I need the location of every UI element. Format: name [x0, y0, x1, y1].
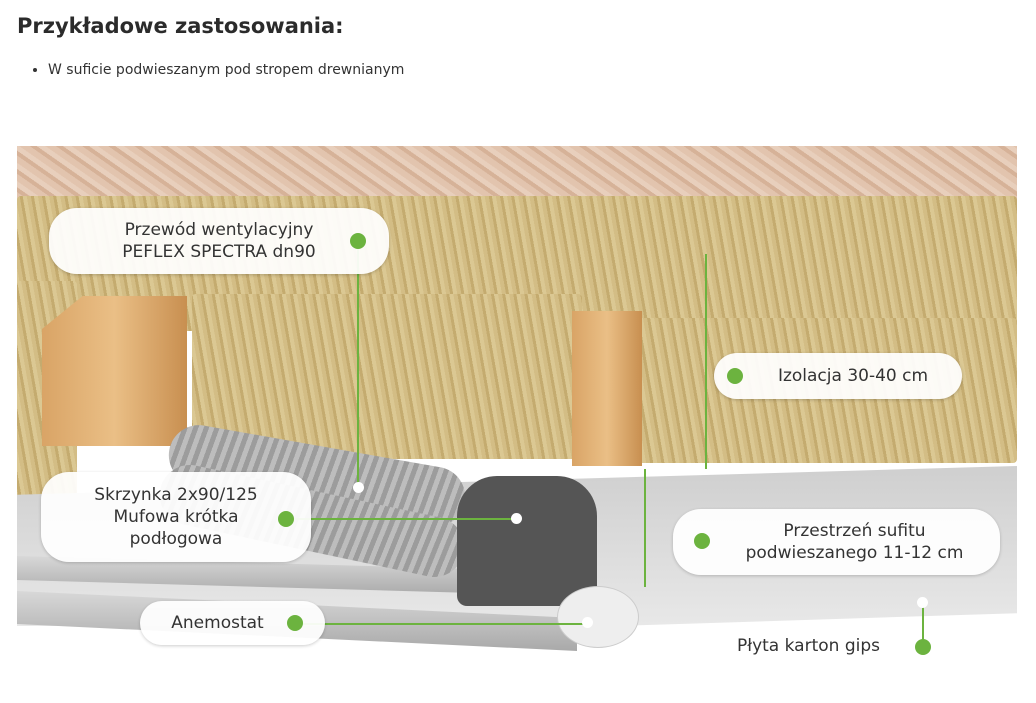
label-board: Płyta karton gips: [737, 636, 880, 656]
marker-dot: [350, 233, 366, 249]
marker-dot: [278, 511, 294, 527]
leader-line: [357, 242, 359, 487]
diffuser: [557, 586, 639, 648]
list-item: W suficie podwieszanym pod stropem drewn…: [48, 62, 404, 78]
applications-list: W suficie podwieszanym pod stropem drewn…: [30, 62, 404, 78]
space-height-arrow: [644, 469, 646, 587]
anchor-dot: [511, 513, 522, 524]
insulation-height-arrow: [705, 254, 707, 469]
plenum-box: [457, 476, 597, 606]
label-line: Przestrzeń sufitu: [783, 520, 926, 541]
label-line: Anemostat: [171, 612, 264, 633]
anchor-dot: [917, 597, 928, 608]
marker-dot: [727, 368, 743, 384]
label-line: PEFLEX SPECTRA dn90: [122, 242, 316, 262]
leader-line: [922, 603, 924, 648]
label-line: podłogowa: [129, 529, 223, 550]
section-heading: Przykładowe zastosowania:: [17, 14, 344, 38]
marker-dot: [287, 615, 303, 631]
label-line: Przewód wentylacyjny: [124, 219, 314, 240]
leader-line: [297, 623, 587, 625]
anchor-dot: [353, 482, 364, 493]
marker-dot: [915, 639, 931, 655]
anchor-dot: [582, 617, 593, 628]
label-insulation: Izolacja 30-40 cm: [714, 353, 962, 399]
wood-beam: [42, 296, 187, 446]
label-line: Mufowa krótka: [113, 506, 239, 527]
label-line: podwieszanego 11-12 cm: [745, 543, 964, 563]
marker-dot: [694, 533, 710, 549]
label-line: Izolacja 30-40 cm: [777, 365, 929, 386]
insulation-middle: [192, 294, 582, 459]
wood-beam: [572, 311, 642, 466]
label-line: Skrzynka 2x90/125: [94, 484, 258, 505]
leader-line: [287, 518, 517, 520]
